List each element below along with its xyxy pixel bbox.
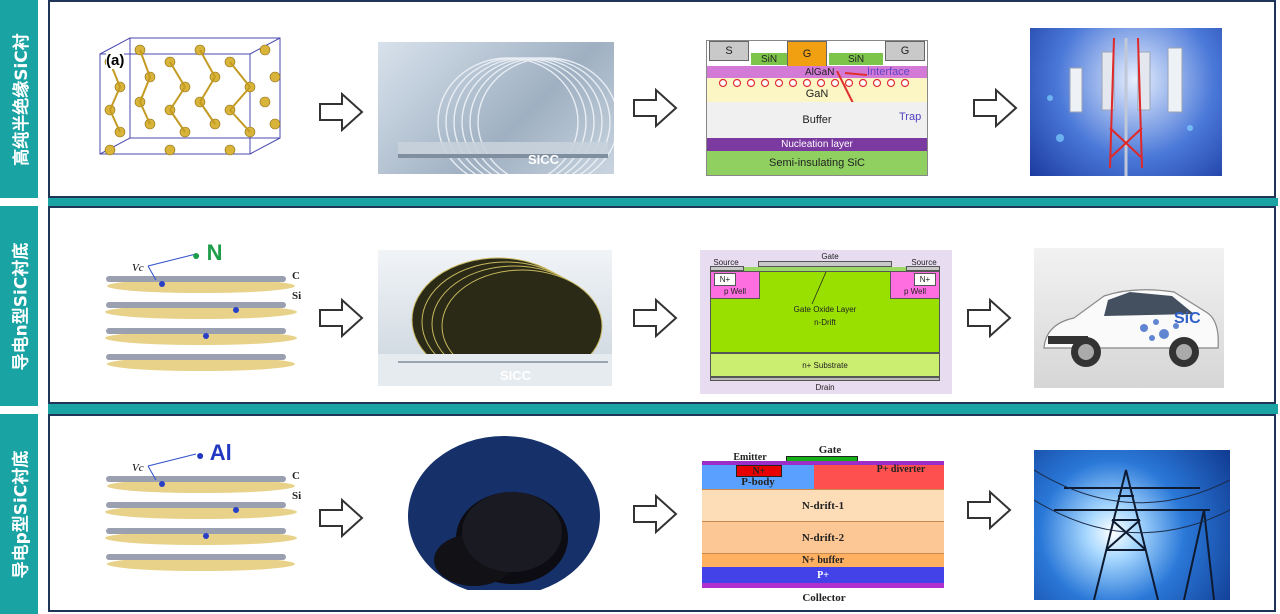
n-buffer-layer: N+ buffer (702, 553, 944, 567)
vc-label: Vc (132, 462, 144, 474)
row1-wafer-photo: SICC (378, 42, 614, 174)
emitter-contact (702, 461, 944, 465)
electric-car-image: SiC (1034, 248, 1224, 388)
row3-igbt-diagram: Gate Emitter P-body P+ diverter N+ N-dri… (702, 444, 946, 608)
crystal-tag: (a) (106, 52, 125, 69)
arrow-right-icon (967, 298, 1012, 338)
nplus-left: N+ (714, 273, 736, 286)
wafer-brand-text: SICC (500, 368, 532, 383)
row-divider-1 (48, 198, 1278, 206)
emitter-label: Emitter (733, 451, 767, 463)
vc-label: Vc (132, 262, 144, 274)
car-sic-text: SiC (1174, 310, 1201, 327)
dopant-n-label: ● N (192, 240, 223, 265)
n-drift-2-layer: N-drift-2 (702, 521, 944, 553)
sin-right-layer: SiN (829, 53, 883, 65)
row2-mosfet-diagram: Gate Source Source n-Drift p Well p Well… (700, 250, 952, 394)
c-atom-label: C (292, 470, 300, 482)
row3-boule-image (404, 420, 604, 590)
buffer-layer: Buffer (707, 102, 927, 138)
p-plus-layer: P+ (702, 567, 944, 583)
gate-contact: G (787, 41, 827, 67)
arrow-right-icon (319, 298, 364, 338)
al-doped-lattice (105, 453, 297, 571)
drain-contact: G (885, 41, 925, 61)
row2-wafer-photo: SICC (378, 250, 612, 386)
arrow-right-icon (967, 490, 1012, 530)
row1-side-label: 高纯半绝缘SiC衬 (0, 0, 38, 198)
row2-doped-lattice: ● N Vc C Si (96, 240, 306, 380)
source-right-contact (906, 266, 940, 271)
row1-hemt-device-diagram: S G G SiN SiN AlGaN Interface GaN Buffer… (706, 40, 928, 176)
si-substrate-layer: Semi-insulating SiC (707, 151, 927, 175)
nucleation-layer: Nucleation layer (707, 138, 927, 151)
arrow-right-icon (319, 498, 364, 538)
collector-contact (702, 583, 944, 588)
drain-contact (710, 377, 940, 381)
row-divider-2 (48, 404, 1278, 414)
drain-label: Drain (815, 382, 835, 392)
p-plus-diverter-region (814, 465, 944, 489)
gate-oxide-label: Gate Oxide Layer (793, 304, 857, 314)
interface-label: Interface (867, 66, 910, 78)
row3-side-label: 导电p型SiC衬底 (0, 414, 38, 614)
gate-oxide-strip (744, 267, 906, 271)
power-pylon-image (1034, 450, 1230, 600)
oxide-pointer-line (811, 271, 827, 305)
n-substrate-layer: n+ Substrate (710, 353, 940, 377)
n-drift-1-layer: N-drift-1 (702, 489, 944, 521)
wafer-brand-text: SICC (528, 152, 560, 167)
algan-layer: AlGaN (707, 66, 927, 78)
arrow-right-icon (633, 88, 678, 128)
n-doped-lattice (105, 253, 297, 371)
p-plus-diverter-label: P+ diverter (876, 463, 926, 475)
row2-side-label: 导电n型SiC衬底 (0, 206, 38, 406)
source-left-label: Source (713, 257, 739, 267)
n-plus-region: N+ (736, 465, 782, 477)
gate-contact (758, 261, 892, 267)
trap-label: Trap (899, 111, 922, 123)
c-atom-label: C (292, 270, 300, 282)
telecom-tower-image (1030, 28, 1222, 176)
arrow-right-icon (973, 88, 1018, 128)
nplus-right: N+ (914, 273, 936, 286)
gate-label: Gate (818, 444, 842, 456)
collector-label: Collector (802, 592, 846, 604)
arrow-right-icon (319, 92, 364, 132)
source-right-label: Source (911, 257, 937, 267)
source-left-contact (710, 266, 744, 271)
arrow-right-icon (633, 494, 678, 534)
source-contact: S (709, 41, 749, 61)
dopant-al-label: ● Al (196, 440, 232, 465)
row3-doped-lattice: ● Al Vc C Si (96, 440, 306, 580)
si-atom-label: Si (292, 490, 302, 502)
gate-label: Gate (821, 251, 839, 261)
arrow-right-icon (633, 298, 678, 338)
sin-left-layer: SiN (751, 53, 787, 65)
si-atom-label: Si (292, 290, 302, 302)
row1-crystal-structure: (a) (90, 32, 300, 164)
